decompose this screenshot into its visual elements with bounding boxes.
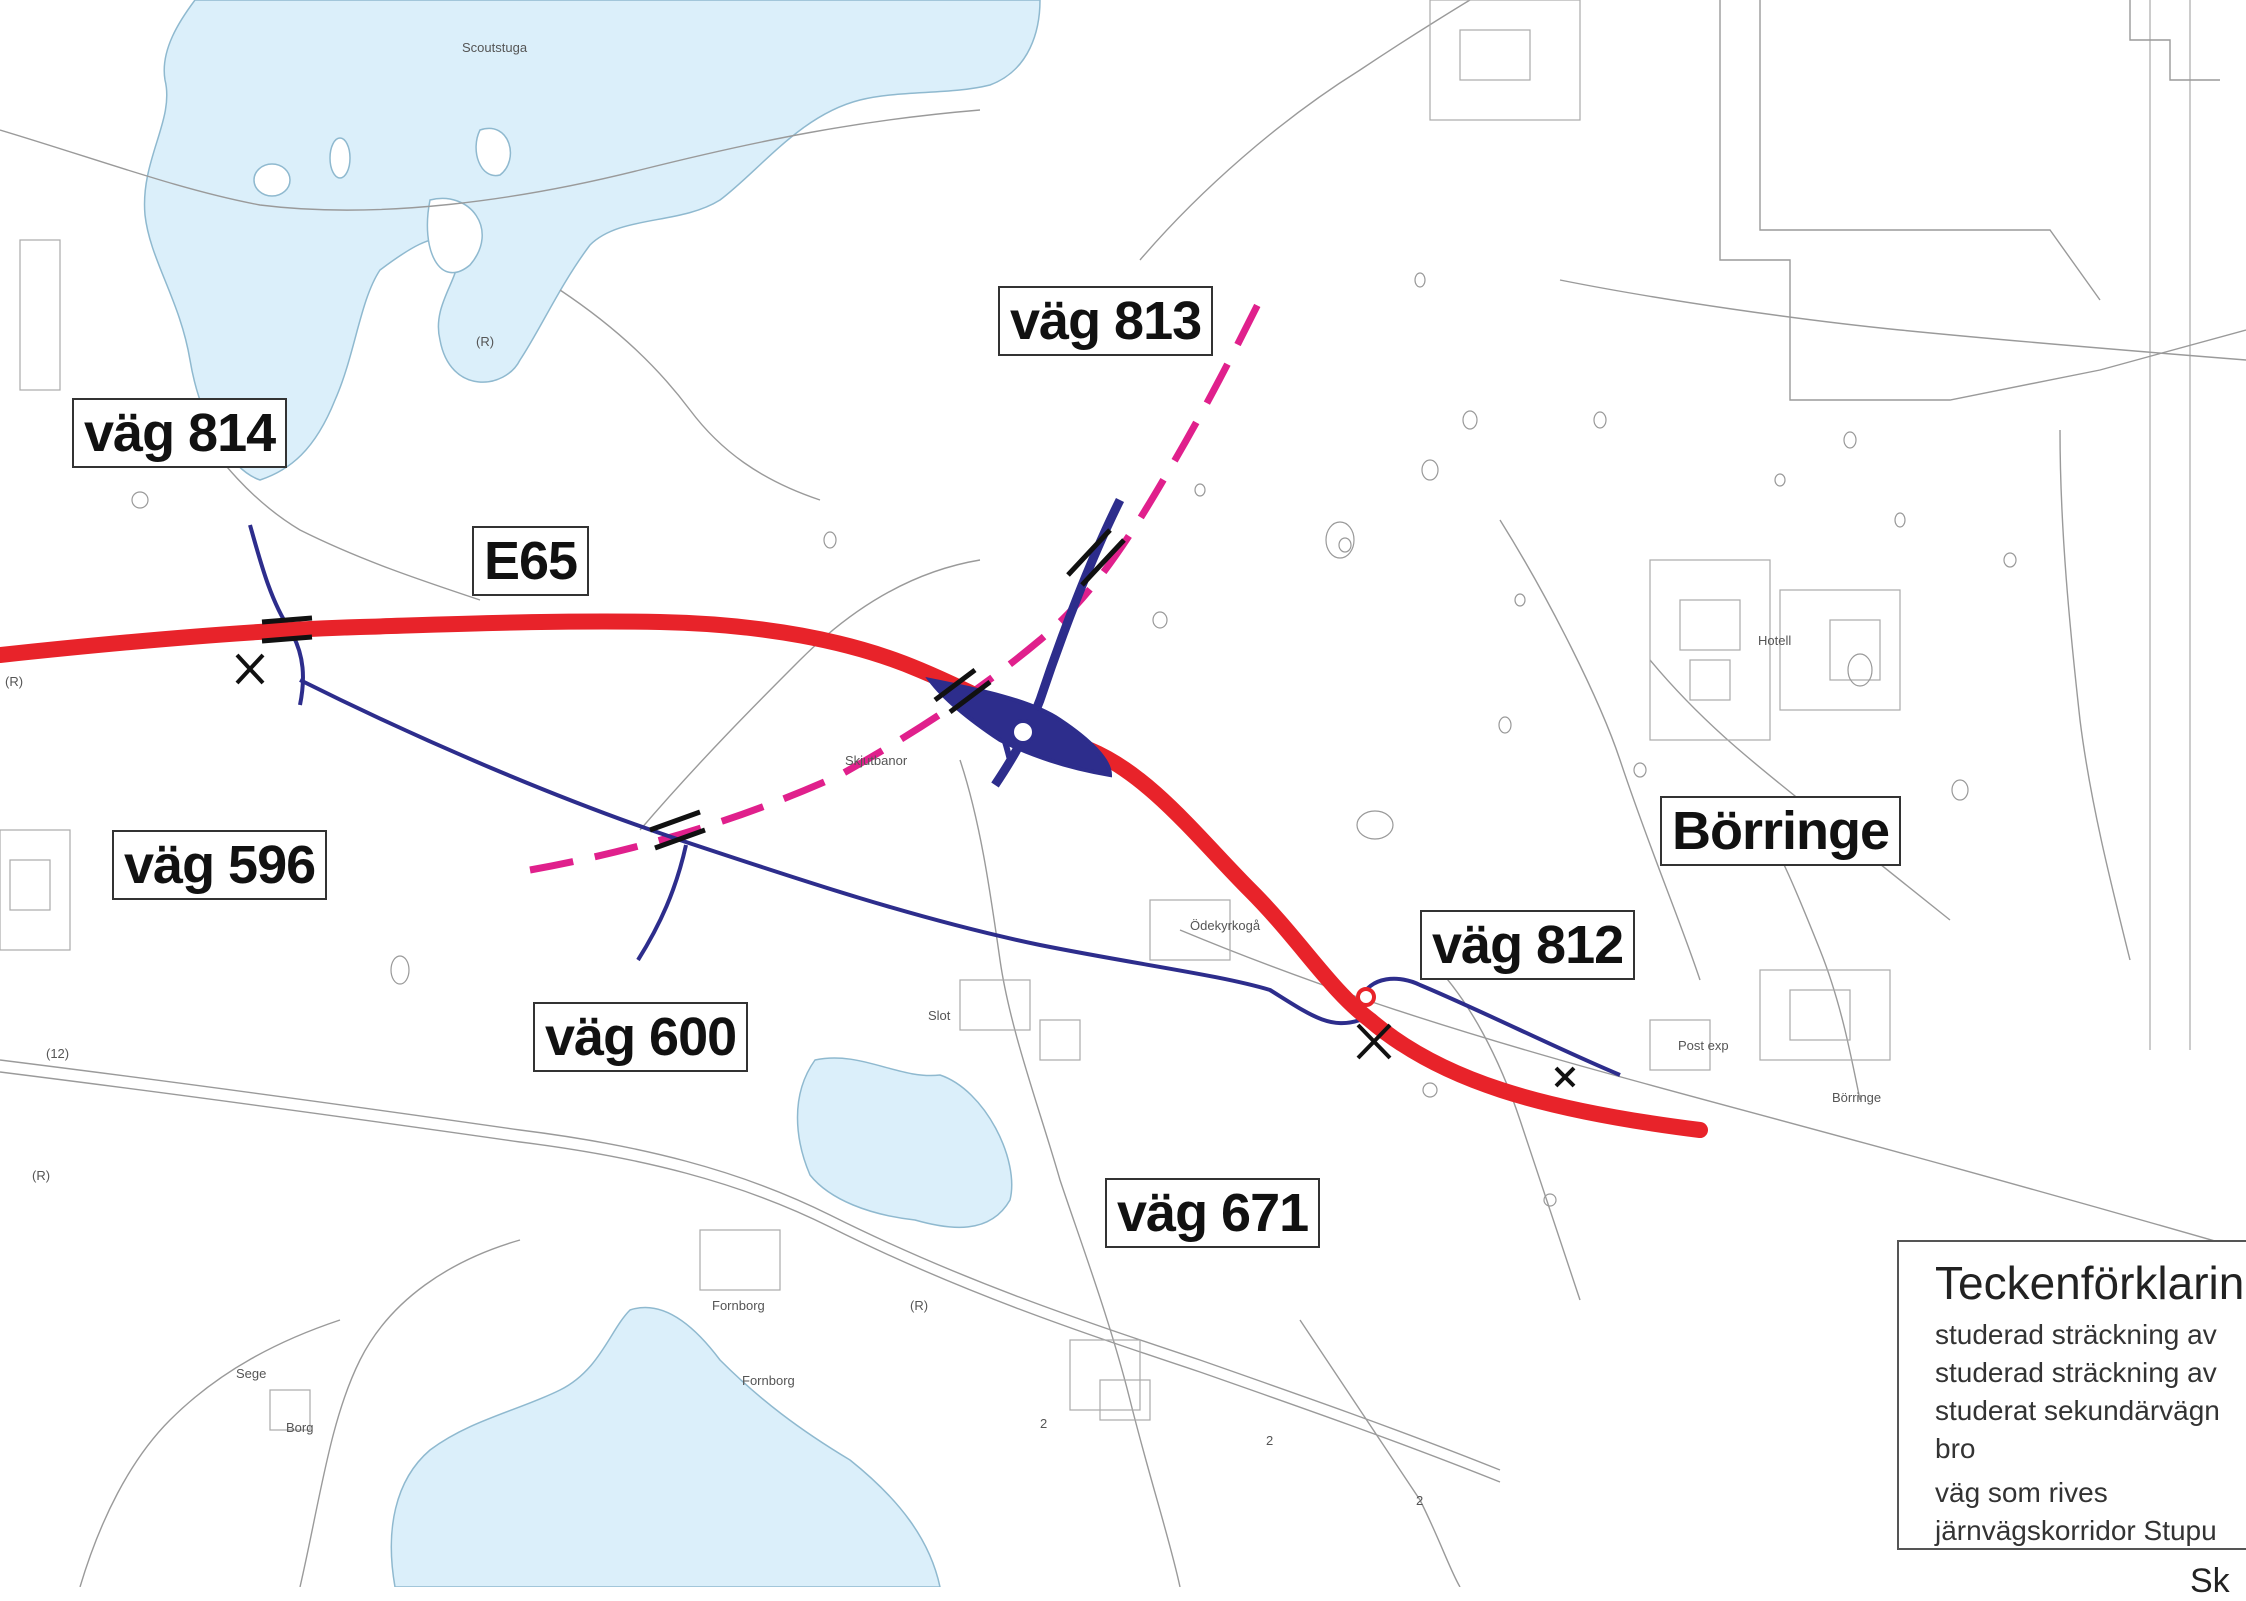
- roundabout-812: [1356, 987, 1376, 1007]
- bridge-marks: [261, 528, 1126, 851]
- label-vag-812: väg 812: [1420, 910, 1636, 980]
- place-r3: (R): [32, 1168, 50, 1183]
- label-vag-671: väg 671: [1105, 1178, 1321, 1248]
- legend-item-main-road-alt: studerad sträckning av: [1935, 1357, 2217, 1388]
- label-vag-813: väg 813: [998, 286, 1214, 356]
- secondary-road-812: [1358, 976, 1621, 1077]
- legend-box: Teckenförklarin studerad sträckning av s…: [1897, 1240, 2246, 1550]
- place-num-2c: 2: [1416, 1493, 1423, 1508]
- legend-title: Teckenförklarin: [1935, 1257, 2245, 1309]
- corner-text: Sk: [2190, 1562, 2230, 1600]
- rail-corridor: [529, 298, 1264, 874]
- place-num-2b: 2: [1040, 1416, 1047, 1431]
- scatter-marks: [131, 272, 2017, 1207]
- secondary-road-813: [991, 497, 1125, 788]
- label-vag-814: väg 814: [72, 398, 288, 468]
- place-skjutbanor: Skjutbanor: [845, 753, 908, 768]
- legend-item-removed-road: väg som rives: [1935, 1477, 2108, 1508]
- place-borringe-small: Börringe: [1832, 1090, 1881, 1105]
- place-r2: (R): [5, 674, 23, 689]
- place-r1: (R): [476, 334, 494, 349]
- place-fornborg-1: Fornborg: [712, 1298, 765, 1313]
- place-hotell: Hotell: [1758, 633, 1791, 648]
- legend-item-main-road: studerad sträckning av: [1935, 1319, 2217, 1350]
- place-slot: Slot: [928, 1008, 951, 1023]
- label-vag-596: väg 596: [112, 830, 328, 900]
- place-post-exp: Post exp: [1678, 1038, 1729, 1053]
- place-num-12: (12): [46, 1046, 69, 1061]
- lake-south: [390, 1306, 941, 1587]
- place-borg: Borg: [286, 1420, 313, 1435]
- place-scoutstuga: Scoutstuga: [462, 40, 528, 55]
- place-num-2a: 2: [1266, 1433, 1273, 1448]
- label-vag-600: väg 600: [533, 1002, 749, 1072]
- removed-road-marks: [235, 653, 1576, 1088]
- place-fornborg-2: Fornborg: [742, 1373, 795, 1388]
- secondary-road-596: [299, 678, 1361, 1026]
- place-names: Scoutstuga Skjutbanor Ödekyrkogå Slot Po…: [5, 40, 1881, 1508]
- secondary-road-600: [636, 844, 688, 962]
- place-odekyrkoga: Ödekyrkogå: [1190, 918, 1261, 933]
- lake-central: [796, 1057, 1013, 1229]
- legend-item-rail-corridor: järnvägskorridor Stupu: [1935, 1515, 2217, 1546]
- place-sege: Sege: [236, 1366, 266, 1381]
- roundabout-813: [1010, 719, 1036, 745]
- label-borringe: Börringe: [1660, 796, 1902, 866]
- settlement-blocks: [0, 0, 1901, 1431]
- place-r4: (R): [910, 1298, 928, 1313]
- water-bodies: [143, 0, 1041, 1587]
- label-e65: E65: [472, 526, 590, 596]
- legend-item-bridge: bro: [1935, 1433, 1976, 1464]
- legend-item-secondary-road: studerat sekundärvägn: [1935, 1395, 2220, 1426]
